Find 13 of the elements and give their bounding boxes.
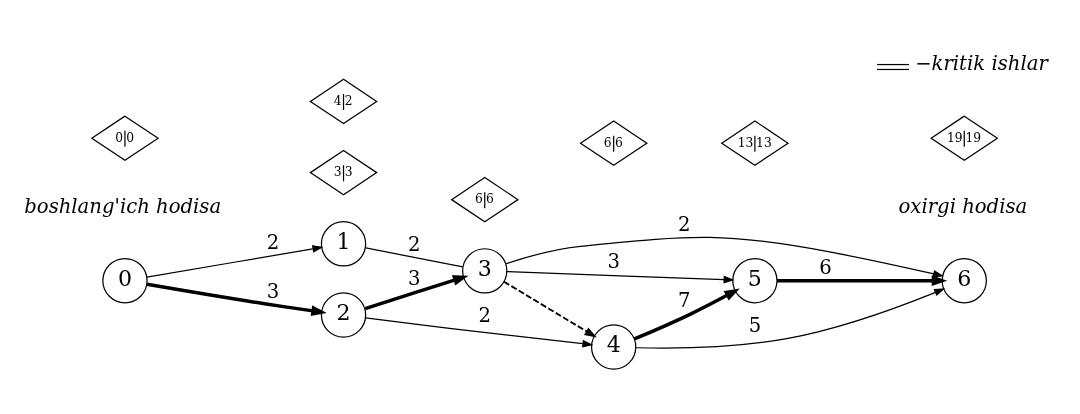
edge-label: 5 — [748, 314, 762, 337]
edge-label: 2 — [407, 232, 421, 256]
edge-label: 2 — [266, 230, 280, 254]
node-label: oxirgi hodisa — [898, 194, 1028, 218]
edge-label: 3 — [266, 279, 280, 303]
edge-label: 2 — [478, 304, 491, 328]
edge-label: 2 — [678, 213, 691, 237]
edge-label: 7 — [678, 289, 691, 313]
edge-label: 3 — [407, 267, 421, 291]
edge-label: 6 — [819, 256, 832, 280]
edge-label: 3 — [607, 250, 620, 274]
node-label: boshlang'ich hodisa — [24, 194, 222, 218]
legend-label: −kritik ishlar — [915, 52, 1048, 76]
